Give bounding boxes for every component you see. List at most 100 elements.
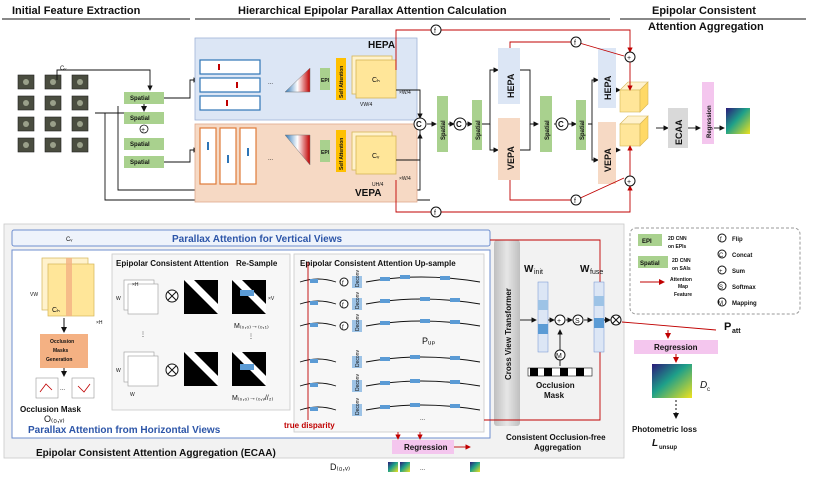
spatial-vertical-label-3: Spatial — [545, 120, 551, 140]
sum-icon — [554, 314, 566, 326]
hepa-block-mid — [498, 48, 520, 104]
hepa-xw4: ×W/4 — [399, 90, 411, 96]
occlusion-mask-label: Occlusion Mask — [20, 405, 81, 414]
flip-symbol-2: f — [574, 40, 576, 47]
vepa-dots: ... — [268, 156, 273, 162]
upsample-section — [293, 253, 485, 433]
p-att-label: P — [724, 321, 731, 333]
l-unsup-sub: unsup — [659, 445, 677, 451]
eca-vdots-2: ⋮ — [248, 334, 254, 340]
bottom-xh-label: ×H — [96, 320, 103, 326]
svg-text:M: M — [718, 301, 723, 307]
occlusion-mask-line2: Mask — [544, 391, 565, 400]
spatial-block-1 — [124, 92, 164, 104]
concat-node-3: C — [555, 117, 569, 131]
svg-text:M: M — [556, 353, 562, 360]
eca-title: Epipolar Consistent Attention — [116, 259, 229, 268]
legend-epi-desc2: on EPIs — [668, 244, 687, 250]
vepa-panel: VEPA ... EPI Self Attention Cᵥ UH/4 ×W/4 — [194, 123, 418, 203]
hepa-dots: ... — [268, 80, 273, 86]
vertical-banner — [11, 229, 491, 247]
legend-epi-desc1: 2D CNN — [668, 236, 687, 242]
bottom-vw-label: VW — [30, 292, 38, 298]
true-disparity-label: true disparity — [284, 421, 335, 430]
vepa-block-right — [598, 122, 616, 184]
d-thumb-1 — [388, 462, 398, 472]
flip-symbol-3: f — [434, 210, 436, 217]
hepa-vw4: VW/4 — [360, 102, 372, 108]
spatial-vertical-4 — [576, 100, 586, 150]
eca-w-label-1: W — [116, 296, 121, 302]
concat-symbol-1: C — [416, 120, 422, 129]
cvt-label: Cross View Transformer — [504, 288, 513, 380]
hepa-epi-block — [320, 68, 330, 90]
deconv-label-6: Deconv — [355, 398, 361, 415]
dc-sub: c — [707, 387, 710, 393]
o-label: O₍₀,ᵥ₎ — [44, 414, 65, 424]
header-hierarchical: Hierarchical Epipolar Parallax Attention… — [195, 5, 610, 20]
eca-xh-label-1: ×H — [132, 282, 139, 288]
ch-feature-block: Cₕ VW ×H — [30, 257, 103, 326]
spatial-vertical-label-2: Spatial — [476, 120, 482, 140]
concat-node-2: C — [453, 117, 467, 131]
hepa-ch-label: Cₕ — [372, 77, 380, 84]
horizontal-banner-text: Parallax Attention from Horizontal Views — [28, 425, 221, 436]
vepa-epi-label: EPI — [321, 150, 330, 156]
occ-gen-line2: Masks — [53, 348, 69, 354]
concat-symbol-2: C — [456, 120, 462, 129]
dc-label: D — [700, 380, 707, 391]
header-consistent-line1: Epipolar Consistent — [652, 5, 756, 17]
flip-b2: f — [342, 303, 344, 309]
spatial-label-3: Spatial — [130, 142, 150, 148]
deconv-label-5: Deconv — [355, 374, 361, 391]
legend-epi: EPI — [642, 239, 652, 245]
ecaa-detail-title: Epipolar Consistent Attention Aggregatio… — [36, 448, 276, 459]
legend-softmax: Softmax — [732, 285, 756, 291]
occlusion-mask-strip — [527, 367, 593, 377]
deconv-label-1: Deconv — [355, 270, 361, 287]
eca-w-label-3: W — [130, 392, 135, 398]
header-hierarchical-text: Hierarchical Epipolar Parallax Attention… — [238, 5, 507, 17]
m1-label: M₍₀,₀₎→₍₀,₁₎ — [234, 323, 269, 330]
p-up-label: Pᵤₚ — [422, 336, 435, 346]
regression-block-bottom-label: Regression — [404, 443, 448, 452]
svg-text:C: C — [719, 253, 724, 259]
eca-row-1: W ×H ×V M₍₀,₀₎→₍₀,₁₎ ⋮ ⋮ — [116, 279, 275, 340]
svg-text:S: S — [719, 285, 723, 291]
eca-row-2: W W M₍₀,₀₎→₍₀,ᵥ//₂₎ — [116, 351, 273, 402]
cofa-line2: Aggregation — [534, 443, 581, 452]
input-light-field-grid — [17, 74, 89, 153]
hepa-epi-label: EPI — [321, 78, 330, 84]
legend-spatial-desc1: 2D CNN — [672, 258, 691, 264]
occlusion-mask-line1: Occlusion — [536, 381, 575, 390]
vepa-epi-block — [320, 140, 330, 162]
cross-view-transformer — [494, 240, 520, 426]
m2-label: M₍₀,₀₎→₍₀,ᵥ//₂₎ — [232, 395, 273, 402]
eca-w-label-2: W — [116, 368, 121, 374]
legend-flip: Flip — [732, 237, 743, 243]
occlusion-gen-block — [40, 334, 88, 368]
concat-node-1: C — [413, 117, 427, 131]
top-cv-label: Cᵥ — [60, 66, 66, 72]
spatial-block-2 — [124, 112, 164, 124]
flip-symbol-1: f — [434, 28, 436, 35]
w-fuse-label: W — [580, 264, 590, 275]
eca-xv-label-1: ×V — [268, 296, 275, 302]
l-unsup-label: L — [652, 438, 658, 449]
eca-section — [111, 253, 291, 411]
legend-spatial-desc2: on SAIs — [672, 266, 691, 272]
vepa-self-attention-block — [336, 130, 346, 172]
flip-b1: f — [342, 281, 344, 287]
vepa-block-mid — [498, 118, 520, 180]
upsample-rows — [299, 276, 481, 411]
spatial-stack: Spatial Spatial + Spatial Spatial — [124, 92, 164, 168]
sum-symbol-1: + — [141, 127, 145, 134]
occlusion-mask-thumbs: ... — [35, 377, 95, 399]
flip-b3: f — [342, 325, 344, 331]
ecaa-block-label: ECAA — [674, 119, 684, 145]
legend-att1: Attention — [670, 277, 692, 283]
concat-symbol-3: C — [558, 120, 564, 129]
legend-att2: Map — [678, 284, 688, 290]
mapping-icon — [554, 349, 566, 361]
